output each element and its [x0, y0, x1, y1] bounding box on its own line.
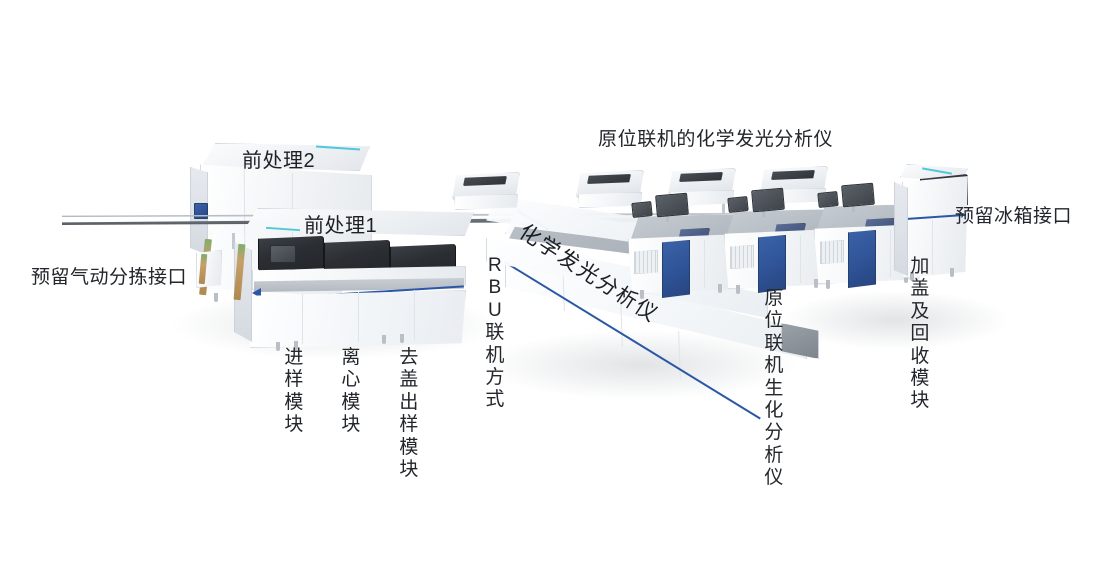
cap-recovery-seam: [932, 220, 933, 274]
biochem-3-monitor[interactable]: [841, 182, 875, 208]
label-rbu-connection-mode: RBU联机方式: [485, 255, 505, 411]
label-pneumatic-sorting-interface: 预留气动分拣接口: [31, 267, 188, 288]
biochem-1-foot-2: [718, 284, 722, 293]
label-cap-recovery-module: 加盖及回收模块: [910, 256, 930, 412]
biochem-1-seam: [704, 240, 705, 288]
pretreat2-blue-tab: [194, 203, 208, 219]
biochem-3-vent: [820, 240, 844, 264]
pretreat1-foot-4: [400, 334, 404, 343]
biochem-2-blue-panel: [758, 235, 786, 293]
pretreat1-cab-seam-1: [302, 294, 303, 344]
cap-recovery-body: [902, 176, 968, 278]
pretreat1-label: 前处理1: [304, 215, 378, 237]
track-leg-3: [722, 200, 725, 216]
biochem-3-foot-2: [904, 274, 908, 283]
label-sampling-module: 进样模块: [284, 347, 304, 436]
biochem-2-foot-1: [736, 285, 740, 294]
biochem-2-seam: [800, 235, 801, 283]
biochem-analyzer-1: [626, 190, 742, 308]
clia-hood-1-base: [454, 194, 518, 210]
pretreat1-flow-arrow-icon: [252, 288, 261, 298]
biochem-1-monitor[interactable]: [655, 192, 689, 218]
pretreatment-1-unit: 前处理1: [233, 208, 480, 358]
biochem-2-aux-panel[interactable]: [727, 195, 749, 214]
pretreat2-label: 前处理2: [242, 150, 316, 172]
pretreat1-cabinet: [246, 290, 466, 348]
clia-hood-1-window: [463, 176, 507, 186]
clia-hood-2-window: [587, 174, 631, 184]
biochem-2-vent: [730, 245, 754, 269]
label-fridge-interface: 预留冰箱接口: [955, 206, 1073, 227]
pretreat1-cab-seam-2: [358, 292, 359, 342]
pretreat1-cab-seam-3: [414, 290, 415, 340]
biochem-3-seam: [890, 230, 891, 278]
label-biochem-analyzer: 原位联机生化分析仪: [764, 288, 784, 489]
pneumatic-sorting-port-stub: [196, 250, 224, 290]
biochem-1-foot-1: [640, 290, 644, 299]
clia-hood-1: [452, 166, 524, 210]
biochem-1-vent: [634, 250, 658, 274]
pretreat1-foot-3: [382, 335, 386, 344]
diagram-top-title: 原位联机的化学发光分析仪: [598, 129, 834, 150]
biochem-1-blue-panel: [662, 240, 690, 298]
label-centrifuge-module: 离心模块: [341, 347, 361, 436]
clia-hood-4-window: [771, 170, 815, 180]
biochem-analyzer-2: [722, 185, 838, 303]
cap-recovery-left-side: [894, 182, 908, 276]
track-leg-1: [232, 233, 235, 249]
cap-recovery-foot-2: [950, 268, 954, 277]
biochem-2-monitor[interactable]: [751, 187, 785, 213]
biochem-3-aux-panel[interactable]: [817, 190, 839, 209]
biochem-1-aux-panel[interactable]: [631, 200, 653, 219]
biochem-2-foot-2: [814, 279, 818, 288]
biochem-3-blue-panel: [848, 230, 876, 288]
pretreat1-foot-2: [294, 341, 298, 350]
cap-recovery-foot-1: [910, 272, 914, 281]
clia-hood-3-window: [679, 172, 723, 182]
cap-recovery-unit: [894, 164, 974, 294]
biochem-3-foot-1: [826, 280, 830, 289]
pretreat2-foot-1: [214, 293, 218, 302]
pretreat1-touchscreen[interactable]: [270, 245, 296, 263]
pretreat1-foot-1: [276, 342, 280, 351]
label-decap-output-module: 去盖出样模块: [399, 347, 419, 481]
clia-hood-2: [576, 164, 648, 208]
